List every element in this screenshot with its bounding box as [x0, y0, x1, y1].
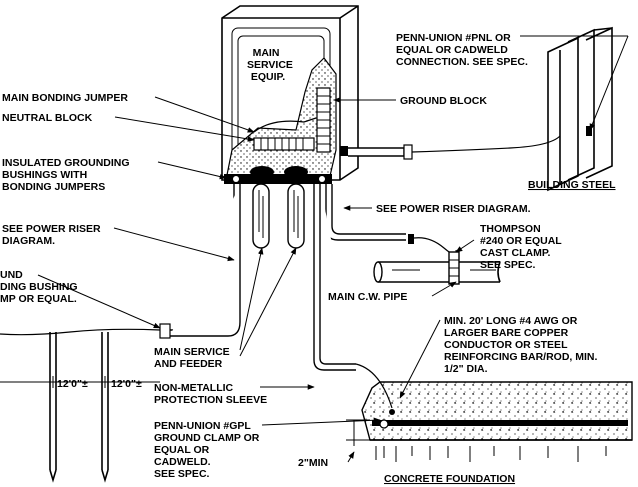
water-pipe [373, 234, 501, 285]
leader-lines [37, 35, 629, 463]
neutral-block [253, 137, 315, 151]
label-ground-bushing-2: DING BUSHING [0, 281, 78, 293]
label-thompson-2: #240 OR EQUAL [480, 235, 562, 247]
label-penn-union-gpl-3: EQUAL OR [154, 444, 210, 456]
label-insulated-grounding-2: BUSHINGS WITH [2, 169, 87, 181]
label-min-20-1: MIN. 20' LONG #4 AWG OR [444, 315, 578, 327]
label-min-20-4: REINFORCING BAR/ROD, MIN. [444, 351, 597, 363]
label-see-power-riser-left-2: DIAGRAM. [2, 235, 55, 247]
label-non-metallic-sleeve-1: NON-METALLIC [154, 382, 234, 394]
label-min-20-2: LARGER BARE COPPER [444, 327, 569, 339]
conductor-to-foundation-inner [319, 184, 356, 365]
label-insulated-grounding-1: INSULATED GROUNDING [2, 157, 130, 169]
label-see-power-riser-right: SEE POWER RISER DIAGRAM. [376, 203, 531, 215]
label-min-20-3: CONDUCTOR OR STEEL [444, 339, 568, 351]
label-thompson-4: SEE SPEC. [480, 259, 536, 271]
label-penn-union-pnl-2: EQUAL OR CADWELD [396, 44, 508, 56]
conductor-to-building-steel [340, 135, 561, 160]
label-dim-left: 12'0"± [57, 378, 88, 390]
label-dim-right: 12'0"± [111, 378, 142, 390]
label-penn-union-pnl-1: PENN-UNION #PNL OR [396, 32, 511, 44]
label-penn-union-gpl-1: PENN-UNION #GPL [154, 420, 251, 432]
conductor-to-water-pipe-inner [331, 184, 406, 235]
label-penn-union-gpl-2: GROUND CLAMP OR [154, 432, 260, 444]
label-two-min: 2"MIN [298, 457, 328, 469]
label-thompson-3: CAST CLAMP. [480, 247, 550, 259]
ground-block [316, 87, 331, 153]
service-conduits [252, 183, 305, 249]
label-see-power-riser-left-1: SEE POWER RISER [2, 223, 101, 235]
conductor-to-ground-rods-outer [170, 184, 241, 337]
concrete-foundation [346, 363, 633, 462]
label-ground-bushing-3: MP OR EQUAL. [0, 293, 77, 305]
label-building-steel: BUILDING STEEL [528, 179, 616, 191]
label-penn-union-pnl-3: CONNECTION. SEE SPEC. [396, 56, 528, 68]
label-main-cw-pipe: MAIN C.W. PIPE [328, 291, 407, 303]
label-main-bonding-jumper: MAIN BONDING JUMPER [2, 92, 128, 104]
label-main-service-equip-2: SERVICE [247, 59, 293, 71]
label-thompson-1: THOMPSON [480, 223, 541, 235]
ground-rods [0, 323, 171, 483]
label-main-service-feeder-2: AND FEEDER [154, 358, 223, 370]
label-concrete-foundation: CONCRETE FOUNDATION [384, 473, 515, 485]
label-penn-union-gpl-5: SEE SPEC. [154, 468, 210, 480]
label-insulated-grounding-3: BONDING JUMPERS [2, 181, 105, 193]
insulated-bushings [224, 166, 332, 184]
label-penn-union-gpl-4: CADWELD. [154, 456, 211, 468]
label-non-metallic-sleeve-2: PROTECTION SLEEVE [154, 394, 267, 406]
label-min-20-5: 1/2" DIA. [444, 363, 488, 375]
label-ground-bushing-1: UND [0, 269, 23, 281]
label-main-service-feeder-1: MAIN SERVICE [154, 346, 230, 358]
label-ground-block: GROUND BLOCK [400, 95, 487, 107]
label-neutral-block: NEUTRAL BLOCK [2, 112, 93, 124]
main-bonding-jumper [253, 117, 317, 133]
label-main-service-equip-1: MAIN [253, 47, 280, 59]
building-steel [547, 26, 613, 192]
label-main-service-equip-3: EQUIP. [251, 71, 285, 83]
